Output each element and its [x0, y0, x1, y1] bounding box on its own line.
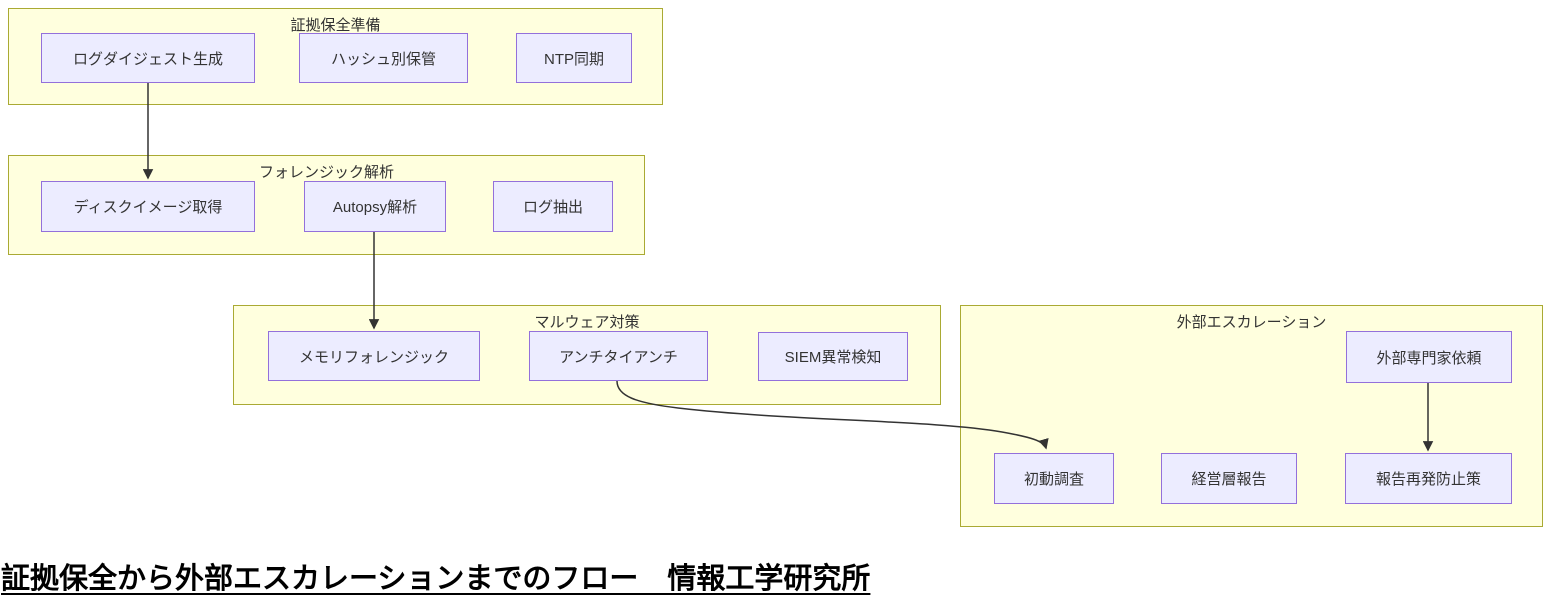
group-external-escalation: 外部エスカレーション 外部専門家依頼 初動調査 経営層報告 報告再発防止策: [960, 305, 1543, 527]
node-disk-image-acquisition: ディスクイメージ取得: [41, 181, 255, 232]
node-log-digest-generation: ログダイジェスト生成: [41, 33, 255, 83]
group-malware-countermeasures: マルウェア対策 メモリフォレンジック アンチタイアンチ SIEM異常検知: [233, 305, 941, 405]
node-label: NTP同期: [543, 50, 604, 68]
group-label: 外部エスカレーション: [1176, 314, 1327, 331]
node-memory-forensics: メモリフォレンジック: [268, 331, 480, 381]
group-label: 証拠保全準備: [290, 17, 381, 34]
node-autopsy-analysis: Autopsy解析: [304, 181, 446, 232]
node-label: アンチタイアンチ: [559, 348, 678, 366]
group-label: フォレンジック解析: [258, 164, 394, 181]
node-initial-investigation: 初動調査: [994, 453, 1114, 504]
node-log-extraction: ログ抽出: [493, 181, 613, 232]
node-hash-separate-storage: ハッシュ別保管: [299, 33, 468, 83]
node-label: メモリフォレンジック: [298, 348, 449, 366]
node-label: 外部専門家依頼: [1376, 349, 1482, 367]
node-label: ハッシュ別保管: [330, 50, 436, 68]
node-ntp-sync: NTP同期: [516, 33, 632, 83]
node-siem-anomaly-detection: SIEM異常検知: [758, 332, 908, 381]
node-label: Autopsy解析: [332, 199, 418, 216]
node-report-recurrence-prevention: 報告再発防止策: [1345, 453, 1512, 504]
group-evidence-preparation: 証拠保全準備 ログダイジェスト生成 ハッシュ別保管 NTP同期: [8, 8, 663, 105]
node-label: 報告再発防止策: [1375, 471, 1481, 488]
node-label: ログダイジェスト生成: [72, 50, 223, 68]
node-label: 初動調査: [1023, 471, 1084, 488]
node-label: 経営層報告: [1191, 471, 1267, 488]
node-executive-report: 経営層報告: [1161, 453, 1297, 504]
node-external-expert-request: 外部専門家依頼: [1346, 331, 1512, 383]
node-label: ログ抽出: [522, 199, 583, 216]
node-anti-anti: アンチタイアンチ: [529, 331, 708, 381]
diagram-title: 証拠保全から外部エスカレーションまでのフロー 情報工学研究所: [1, 563, 871, 595]
group-forensic-analysis: フォレンジック解析 ディスクイメージ取得 Autopsy解析 ログ抽出: [8, 155, 645, 255]
group-label: マルウェア対策: [534, 314, 640, 331]
node-label: ディスクイメージ取得: [73, 199, 223, 216]
node-label: SIEM異常検知: [784, 349, 882, 366]
